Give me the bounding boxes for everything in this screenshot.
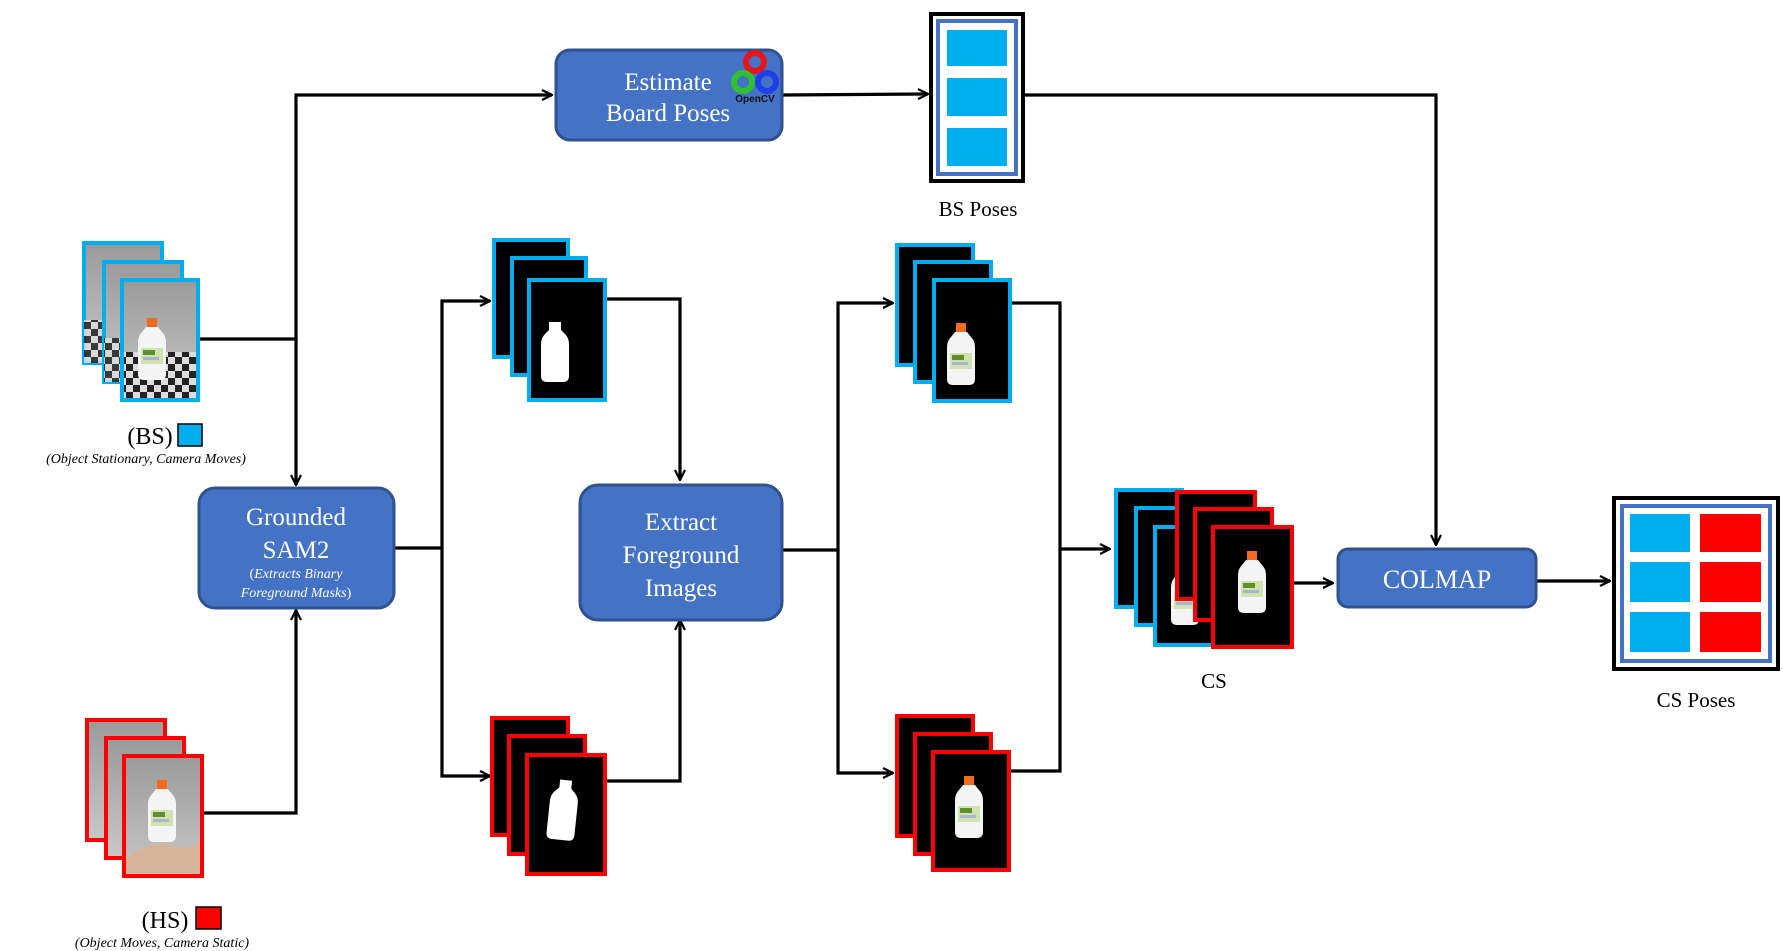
hs-mask-stack [490,716,607,876]
arrow-hsfg-to-cs [1008,549,1062,773]
arrow-bsposes-to-colmap [1024,93,1436,545]
cs-caption: CS [1201,669,1227,693]
grounded-line1: Grounded [246,504,346,531]
estimate-board-poses-box[interactable]: Estimate Board Poses OpenCV [554,48,784,142]
cs-poses-icon [1612,496,1780,671]
svg-text:(Extracts Binary: (Extracts Binary [250,567,344,582]
hs-label: (HS) [142,908,189,934]
opencv-logo-icon: OpenCV [731,50,779,105]
grounded-sub1: Extracts Binary [253,567,343,582]
grounded-sub2: Foreground Masks [240,586,347,601]
bs-input-caption: (BS) (Object Stationary, Camera Moves) [46,423,246,467]
estimate-line2: Board Poses [606,100,730,127]
svg-text:Foreground Masks): Foreground Masks) [240,586,352,601]
extract-foreground-box[interactable]: Extract Foreground Images [578,483,784,622]
bs-frame-3 [120,278,200,402]
hand-icon [126,838,200,874]
hs-input-stack [85,718,204,878]
bs-foreground-stack [895,243,1012,403]
bs-poses-icon [929,12,1025,183]
opencv-logo-text: OpenCV [735,94,775,105]
arrow-bs-to-estimate [198,95,552,341]
bs-label: (BS) [127,424,172,450]
arrow-hs-to-grounded [200,610,296,815]
grounded-line2: SAM2 [263,537,330,564]
hs-frame-3 [122,754,204,878]
estimate-line1: Estimate [624,69,711,96]
extract-line3: Images [645,575,717,602]
extract-line1: Extract [645,509,717,536]
bs-mask-stack [492,238,607,402]
bs-input-stack [82,241,200,402]
extract-line2: Foreground [623,542,740,569]
cs-combined-stack [1114,488,1294,649]
bs-color-swatch [177,423,203,447]
hs-input-caption: (HS) (Object Moves, Camera Static) [75,906,250,951]
hs-foreground-stack [895,714,1011,872]
grounded-sub-open: ( [250,567,255,582]
arrow-estimate-to-bsposes [781,94,928,95]
bs-poses-caption: BS Poses [939,197,1018,221]
grounded-sub-close: ) [347,586,352,601]
grounded-sam2-box[interactable]: Grounded SAM2 (Extracts Binary Foregroun… [197,486,396,610]
hs-color-swatch [195,906,222,930]
arrow-grounded-to-hs-masks [440,548,490,776]
cs-poses-caption: CS Poses [1657,688,1736,712]
hs-subcaption: (Object Moves, Camera Static) [75,936,250,951]
arrow-extract-to-bsfg [782,303,893,552]
arrow-extract-to-hsfg [836,550,893,773]
colmap-box[interactable]: COLMAP [1336,547,1538,609]
colmap-label: COLMAP [1383,565,1491,594]
arrow-grounded-to-masks [394,301,490,550]
arrow-hsmask-to-extract [605,620,680,783]
arrow-bsfg-to-cs [1008,301,1110,549]
arrow-bsmask-to-extract [605,297,680,480]
connectors [198,93,1610,815]
bs-subcaption: (Object Stationary, Camera Moves) [46,452,246,467]
